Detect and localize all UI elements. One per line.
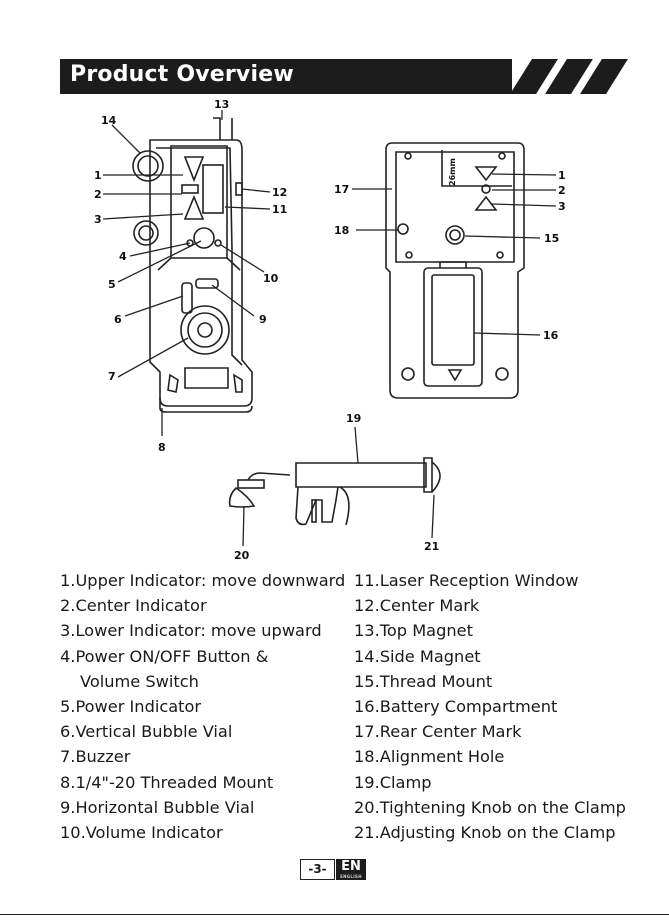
laser-window xyxy=(202,164,224,214)
callout-label: 20 xyxy=(234,549,250,562)
parts-list-left: 1.Upper Indicator: move downward 2.Cente… xyxy=(60,568,345,845)
part-item: 4.Power ON/OFF Button & xyxy=(60,646,269,666)
clamp-drawing xyxy=(228,457,441,526)
page-title: Product Overview xyxy=(70,62,294,87)
language-subtitle: ENGLISH xyxy=(340,874,362,879)
part-item: 15.Thread Mount xyxy=(354,671,493,691)
part-item: 16.Battery Compartment xyxy=(354,697,558,717)
part-item: 18.Alignment Hole xyxy=(354,747,505,767)
page-number: -3- xyxy=(300,859,335,880)
language-badge: EN ENGLISH xyxy=(336,859,366,880)
header-bar: Product Overview xyxy=(60,59,512,94)
part-item: 10.Volume Indicator xyxy=(60,823,223,843)
buzzer-icon xyxy=(180,305,230,355)
part-item: 2.Center Indicator xyxy=(60,596,207,616)
section-header: Product Overview xyxy=(60,59,628,94)
thread-mount-icon xyxy=(445,225,465,245)
rear-view-drawing xyxy=(385,142,525,399)
callout-label: 11 xyxy=(272,203,287,216)
callout-label: 21 xyxy=(424,540,439,553)
part-item: 5.Power Indicator xyxy=(60,697,202,717)
part-item: 9.Horizontal Bubble Vial xyxy=(60,797,255,817)
callout-label: 8 xyxy=(158,441,166,454)
power-button-icon xyxy=(193,227,215,249)
callout-label: 15 xyxy=(544,232,559,245)
callout-label: 2 xyxy=(558,184,566,197)
part-item: 17.Rear Center Mark xyxy=(354,722,522,742)
callout-label: 3 xyxy=(94,213,102,226)
callout-label: 6 xyxy=(114,313,122,326)
center-indicator-icon xyxy=(181,184,199,194)
callout-label: 17 xyxy=(334,183,349,196)
callout-label: 5 xyxy=(108,278,116,291)
part-item-continued: Volume Switch xyxy=(80,671,199,691)
horizontal-vial-icon xyxy=(195,278,219,289)
part-item: 20.Tightening Knob on the Clamp xyxy=(354,797,626,817)
part-item: 1.Upper Indicator: move downward xyxy=(60,571,346,590)
page-bottom-rule xyxy=(0,914,669,915)
callout-label: 18 xyxy=(334,224,349,237)
part-item: 12.Center Mark xyxy=(354,596,480,616)
callout-label: 14 xyxy=(101,114,117,127)
vertical-vial-icon xyxy=(181,282,193,314)
part-item: 7.Buzzer xyxy=(60,747,131,767)
callout-label: 9 xyxy=(259,313,267,326)
parts-list-right: 11.Laser Reception Window 12.Center Mark… xyxy=(354,568,659,845)
callout-label: 1 xyxy=(94,169,102,182)
callout-label: 4 xyxy=(119,250,127,263)
callout-label: 12 xyxy=(272,186,287,199)
callout-label: 19 xyxy=(346,412,361,425)
callout-label: 10 xyxy=(263,272,279,285)
callout-label: 1 xyxy=(558,169,566,182)
front-view-drawing xyxy=(132,117,253,413)
alignment-hole-icon xyxy=(397,223,409,235)
part-item: 6.Vertical Bubble Vial xyxy=(60,722,233,742)
product-diagram: 1 2 3 4 5 6 7 8 9 10 11 12 13 14 1 2 3 1… xyxy=(94,98,566,562)
rear-window-text: 26mm xyxy=(448,158,457,186)
part-item: 11.Laser Reception Window xyxy=(354,571,579,590)
upper-indicator-icon xyxy=(183,156,205,183)
callout-label: 3 xyxy=(558,200,566,213)
callout-label: 7 xyxy=(108,370,116,383)
part-item: 13.Top Magnet xyxy=(354,621,473,641)
part-item: 19.Clamp xyxy=(354,772,432,792)
lower-indicator-icon xyxy=(183,194,205,220)
part-item: 8.1/4"-20 Threaded Mount xyxy=(60,772,274,792)
battery-compartment-icon xyxy=(423,267,483,387)
language-code: EN xyxy=(341,859,361,874)
callout-label: 2 xyxy=(94,188,102,201)
callout-label: 16 xyxy=(543,329,559,342)
part-item: 21.Adjusting Knob on the Clamp xyxy=(354,823,616,843)
part-item: 3.Lower Indicator: move upward xyxy=(60,621,322,641)
leader-lines xyxy=(102,110,557,547)
callout-label: 13 xyxy=(214,98,229,111)
part-item: 14.Side Magnet xyxy=(354,646,481,666)
